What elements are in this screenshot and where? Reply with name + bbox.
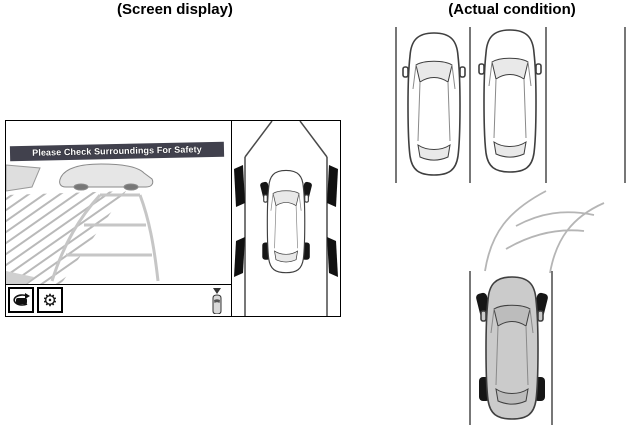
upper-parking-lines [395, 27, 626, 183]
reversing-own-car [475, 276, 549, 420]
birdseye-scene [232, 120, 340, 316]
adjacent-vehicle-marks [234, 165, 338, 277]
view-switch-icon [13, 293, 30, 306]
parked-car-left [402, 32, 466, 176]
adjacent-car-left [6, 164, 41, 192]
vehicle-indicator-icon [212, 288, 222, 314]
actual-condition-illustration [395, 27, 626, 425]
lower-parking-lines [469, 271, 553, 425]
rear-camera-view: Please Check Surroundings For Safety [6, 121, 231, 284]
parked-car-right [478, 29, 542, 173]
own-vehicle-icon [259, 169, 313, 274]
hatched-ground-marking [6, 191, 126, 284]
parked-car-silhouette [59, 163, 154, 191]
settings-button[interactable]: ⚙ [37, 287, 63, 313]
birdseye-parking-lines [244, 120, 328, 316]
birdseye-view [231, 120, 340, 316]
reverse-trajectory-lines [484, 190, 605, 274]
bumper-shadow [6, 271, 34, 284]
screen-toolbar: ⚙ [6, 284, 231, 316]
screen-display-title: (Screen display) [117, 1, 233, 18]
view-switch-button[interactable] [8, 287, 34, 313]
actual-condition-title: (Actual condition) [448, 1, 576, 18]
gear-icon: ⚙ [42, 290, 58, 310]
head-unit-screen: Please Check Surroundings For Safety [5, 120, 341, 317]
parking-guidelines [50, 193, 160, 282]
